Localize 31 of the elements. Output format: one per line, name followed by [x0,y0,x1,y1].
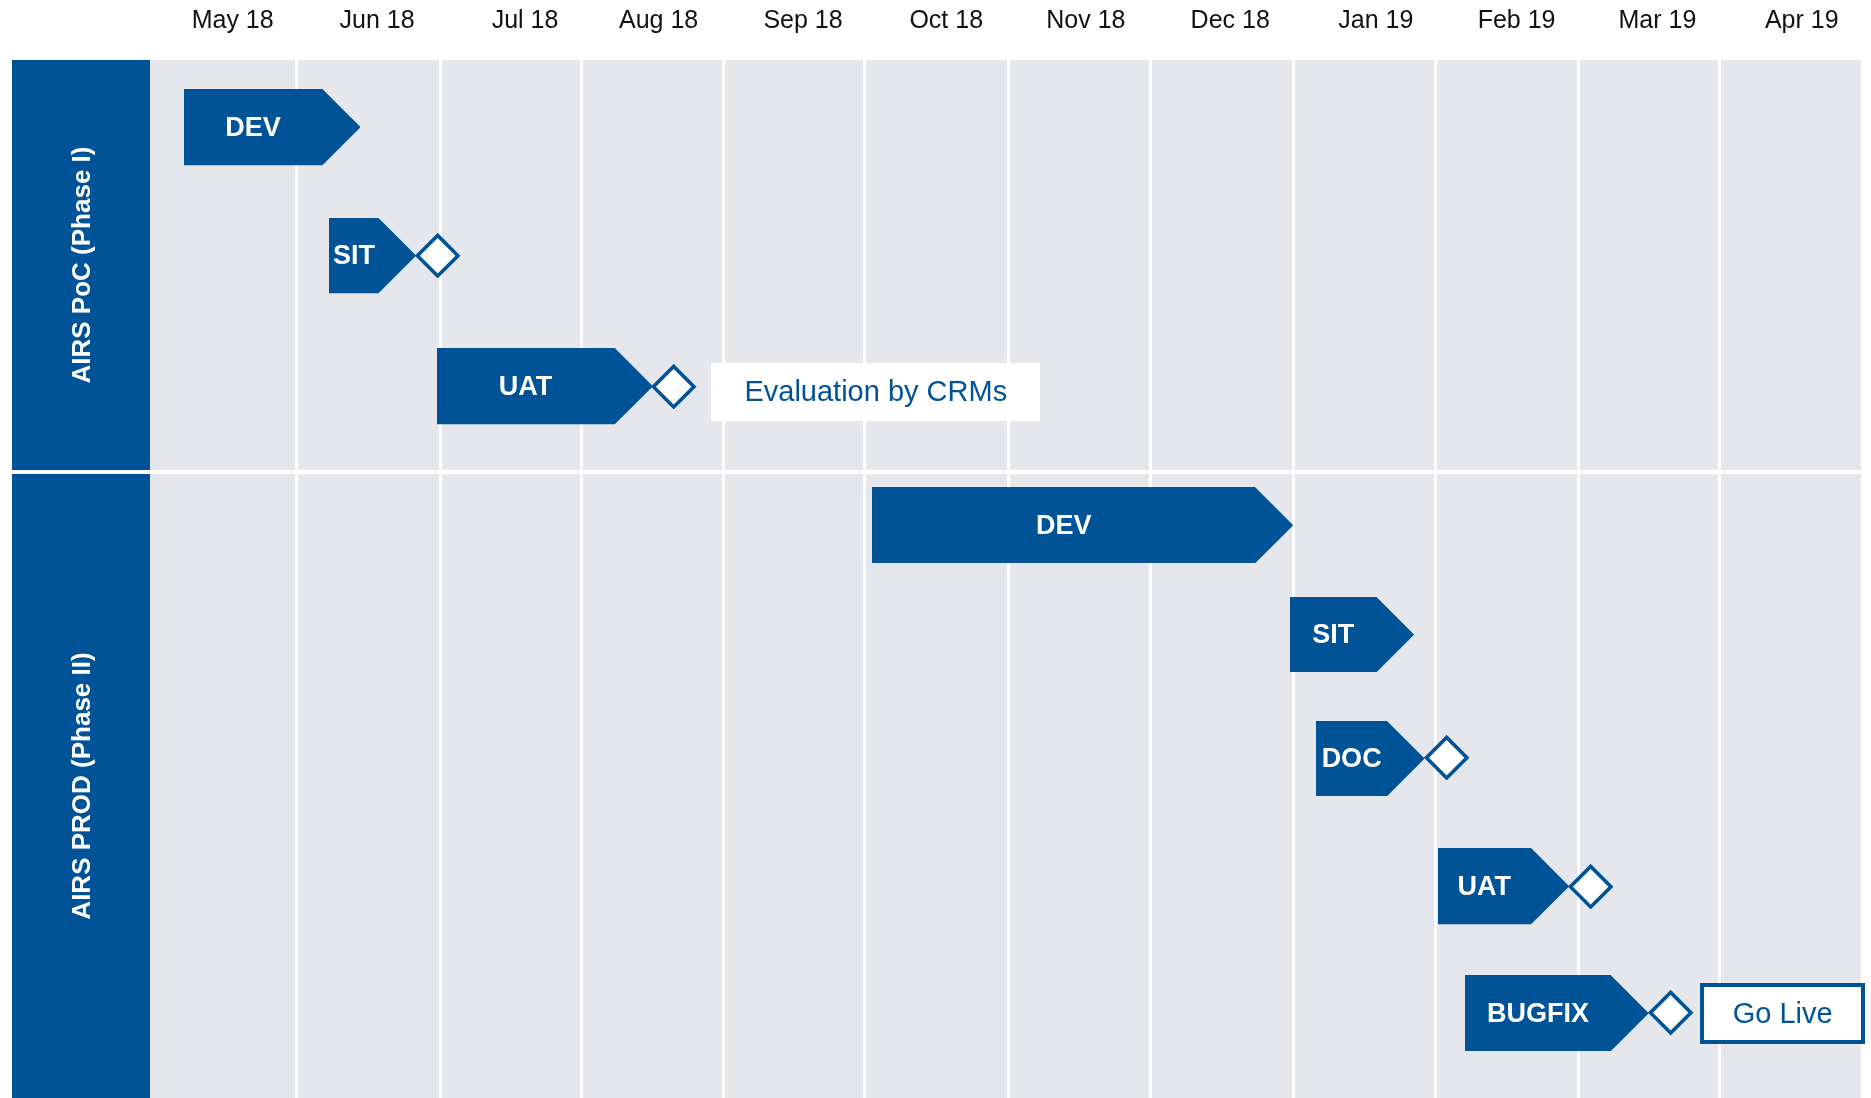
task-arrow-bar: BUGFIX [1465,974,1650,1052]
milestone-diamond [1647,990,1694,1036]
milestone-diamond [1423,735,1469,781]
month-label: May 18 [191,4,274,34]
milestone-diamond [651,363,697,410]
phase-label: AIRS PROD (Phase II) [65,652,97,920]
month-label: Apr 19 [1764,4,1839,34]
task-arrow-bar: DOC [1316,720,1425,796]
month-label: Jul 18 [491,4,559,34]
month-label: Feb 19 [1477,4,1556,34]
phase-band [11,59,1862,471]
milestone-diamond [415,232,461,278]
note-box: Evaluation by CRMs [711,362,1041,422]
phase-band [11,473,1862,1098]
task-arrow-bar: SIT [1289,596,1414,672]
milestone-diamond [1567,863,1614,910]
month-label: Jun 18 [339,4,415,34]
task-arrow-bar: DEV [183,89,361,166]
month-label: Dec 18 [1190,4,1270,34]
month-label: Sep 18 [763,4,843,34]
month-label: Oct 18 [909,4,984,34]
milestone-callout-box: Go Live [1700,983,1865,1045]
month-label: Jan 19 [1338,4,1414,34]
task-arrow-bar: DEV [872,486,1294,564]
phase-label: AIRS PoC (Phase I) [65,146,97,384]
task-arrow-bar: UAT [1437,848,1570,925]
task-arrow-bar: UAT [436,348,653,425]
task-arrow-bar: SIT [329,218,417,294]
month-label: Nov 18 [1046,4,1126,34]
month-label: Mar 19 [1618,4,1697,34]
month-label: Aug 18 [619,4,699,34]
